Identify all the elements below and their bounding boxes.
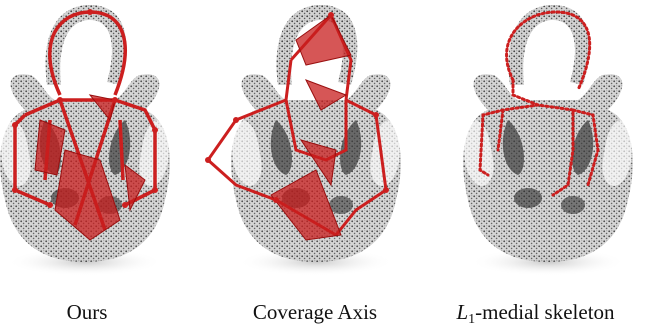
caption-ours: Ours <box>52 300 122 325</box>
caption-coverage-text: Coverage Axis <box>253 300 377 324</box>
panel-coverage <box>205 5 401 276</box>
panel-ours <box>0 5 170 276</box>
point-cloud-l1 <box>463 5 633 276</box>
caption-coverage: Coverage Axis <box>220 300 410 325</box>
caption-l1: L1-medial skeleton <box>428 300 643 328</box>
panel-l1 <box>463 5 633 276</box>
caption-l1-symbol: L <box>456 300 468 324</box>
caption-l1-rest: -medial skeleton <box>475 300 614 324</box>
caption-ours-text: Ours <box>67 300 108 324</box>
